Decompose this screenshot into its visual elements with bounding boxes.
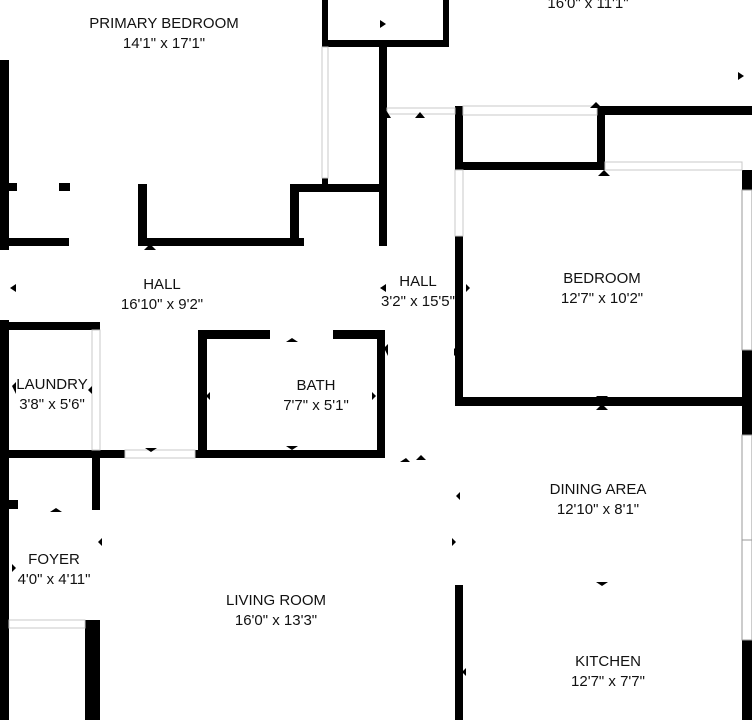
room-label-dining-area: DINING AREA 12'10" x 8'1" xyxy=(550,480,647,520)
room-label-living-room: LIVING ROOM 16'0" x 13'3" xyxy=(226,591,326,631)
room-label-hall-side: HALL 3'2" x 15'5" xyxy=(381,272,455,312)
room-name: HALL xyxy=(143,276,181,293)
room-dims: 12'7" x 10'2" xyxy=(560,290,644,307)
room-dims: 7'7" x 5'1" xyxy=(283,397,349,414)
room-dims: 12'7" x 7'7" xyxy=(571,673,645,690)
room-dims: 16'0" x 13'3" xyxy=(234,612,318,629)
room-label-primary-bedroom: PRIMARY BEDROOM 14'1" x 17'1" xyxy=(89,14,238,54)
room-name: PRIMARY BEDROOM xyxy=(89,15,239,32)
room-label-laundry: LAUNDRY 3'8" x 5'6" xyxy=(16,375,87,415)
room-dims: 14'1" x 17'1" xyxy=(122,35,206,52)
room-dims: 3'2" x 15'5" xyxy=(381,293,455,310)
room-label-hall-main: HALL 16'10" x 9'2" xyxy=(121,275,203,315)
room-dims: 3'8" x 5'6" xyxy=(19,396,85,413)
room-name: HALL xyxy=(399,273,437,290)
room-name: DINING AREA xyxy=(549,481,647,498)
room-label-bedroom: BEDROOM 12'7" x 10'2" xyxy=(561,269,643,309)
dimension-markers xyxy=(10,20,744,676)
room-dims: 16'0" x 11'1" xyxy=(547,0,629,12)
room-name: FOYER xyxy=(28,551,80,568)
room-label-kitchen: KITCHEN 12'7" x 7'7" xyxy=(571,652,645,692)
room-name: KITCHEN xyxy=(575,653,641,670)
room-label-foyer: FOYER 4'0" x 4'11" xyxy=(18,550,91,590)
room-dims: 4'0" x 4'11" xyxy=(17,571,91,588)
room-label-bedroom-top-right: 16'0" x 11'1" xyxy=(547,0,628,14)
room-label-bath: BATH 7'7" x 5'1" xyxy=(283,376,349,416)
room-dims: 16'10" x 9'2" xyxy=(120,296,204,313)
room-dims: 12'10" x 8'1" xyxy=(556,501,640,518)
room-name: LIVING ROOM xyxy=(225,592,327,609)
room-name: BEDROOM xyxy=(563,270,641,287)
openings xyxy=(8,46,752,641)
room-name: BATH xyxy=(296,377,336,394)
room-name: LAUNDRY xyxy=(16,376,88,393)
